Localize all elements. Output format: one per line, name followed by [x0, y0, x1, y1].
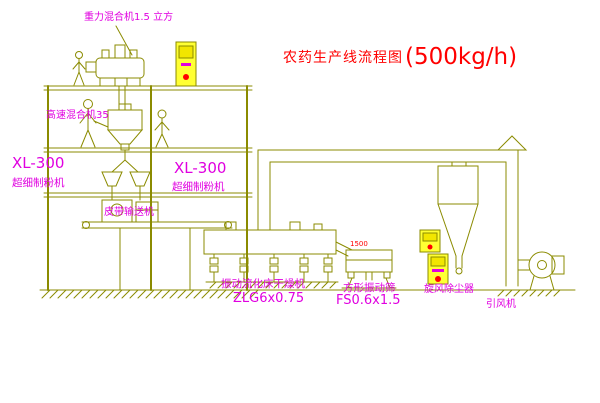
- label-gravity-mixer: 重力混合机1.5 立方: [84, 12, 174, 23]
- control-cabinet-1: [175, 41, 197, 87]
- belt-conveyor: [81, 221, 233, 291]
- control-cabinet-3: [427, 253, 449, 285]
- person-figure-1: [72, 51, 86, 86]
- person-figure-3: [154, 109, 170, 148]
- high-speed-mixer: [106, 103, 144, 151]
- induced-draft-fan: [517, 251, 565, 291]
- leader-lines: [93, 25, 133, 128]
- ground-hatch: [41, 289, 561, 299]
- label-mill-mid-model: XL-300: [174, 159, 227, 177]
- label-high-speed-mixer: 高速混合机35: [46, 110, 109, 121]
- label-belt-conveyor: 皮带输送机: [104, 207, 154, 218]
- cyclone-separator: [437, 161, 479, 275]
- vibrating-screen: [341, 249, 397, 289]
- person-figure-2: [79, 99, 97, 148]
- control-cabinet-2: [419, 229, 441, 253]
- main-duct: [257, 149, 519, 231]
- building-frame: [39, 85, 576, 291]
- label-dryer-name: 振动流化床干燥机: [221, 278, 305, 290]
- label-cyclone: 旋风除尘器: [424, 284, 474, 295]
- label-mill-left-model: XL-300: [12, 154, 65, 172]
- diagram-title-capacity: (500kg/h): [405, 44, 518, 70]
- diagram-title: 农药生产线流程图 (500kg/h): [283, 44, 517, 70]
- label-screen-model: FS0.6x1.5: [336, 293, 401, 308]
- exhaust-stack: [496, 135, 528, 287]
- label-mill-left-name: 超细制粉机: [12, 177, 65, 189]
- label-mill-mid-name: 超细制粉机: [172, 181, 225, 193]
- diagram-title-text: 农药生产线流程图: [283, 50, 403, 66]
- label-fan: 引风机: [486, 299, 516, 310]
- label-screen-name: 方形振动筛: [343, 282, 396, 294]
- label-dryer-model: ZLG6x0.75: [233, 291, 305, 306]
- label-screen-dimension: 1500: [350, 240, 368, 248]
- gravity-mixer: [85, 44, 145, 111]
- distribution-hoppers: [101, 149, 151, 201]
